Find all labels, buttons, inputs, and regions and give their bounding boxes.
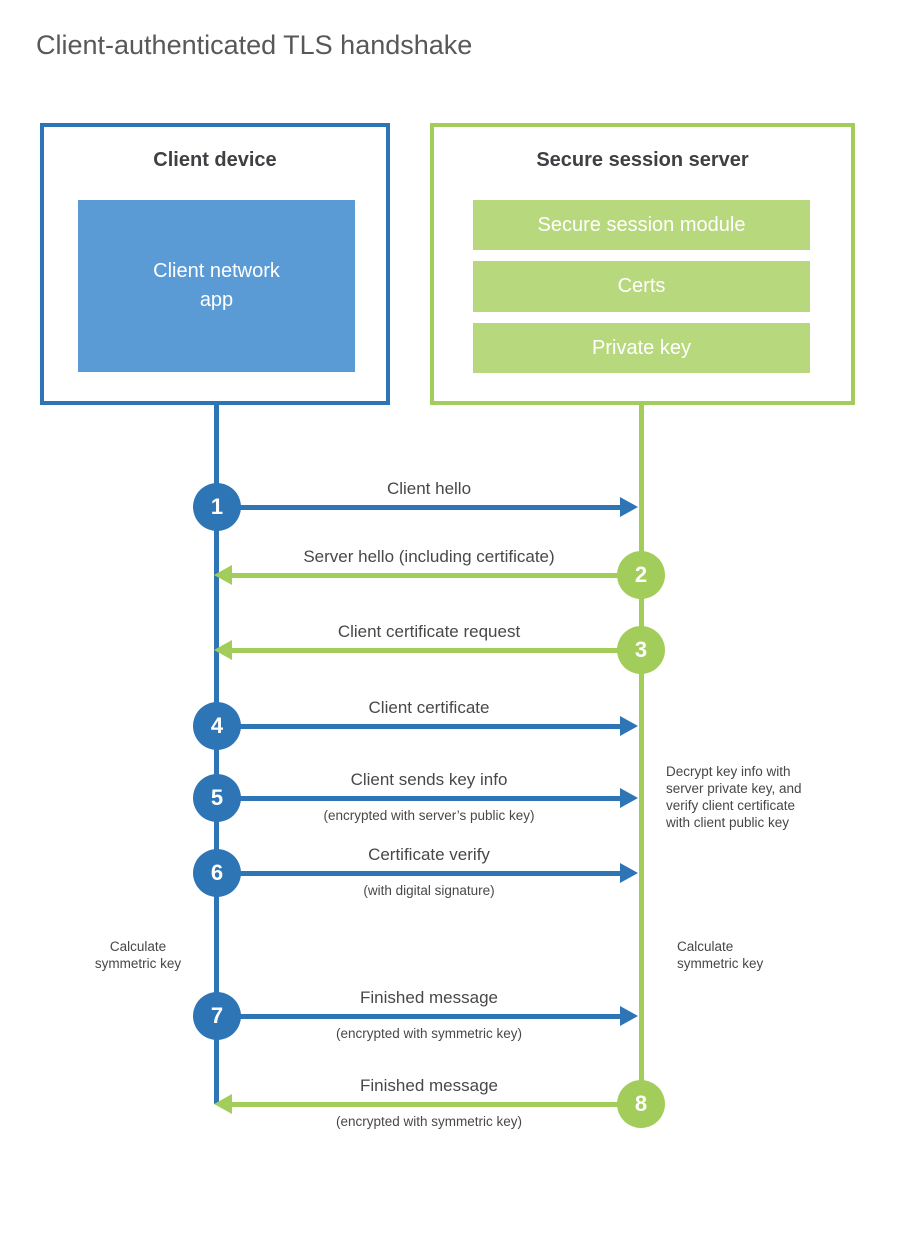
client-lifeline [214,405,219,1104]
step-5-sublabel: (encrypted with server’s public key) [323,808,535,823]
step-8-arrow-line [232,1102,641,1107]
step-8-badge: 8 [617,1080,665,1128]
step-4-label: Client certificate [368,698,490,717]
server-module-private-key: Private key [473,323,810,373]
step-7-sublabel: (encrypted with symmetric key) [335,1026,523,1041]
step-6-arrow-line [217,871,620,876]
step-7-number: 7 [210,1003,224,1028]
server-module-certs: Certs [473,261,810,312]
calculate-symmetric-key-note-server: Calculate symmetric key [677,939,764,971]
step-5-badge: 5 [193,774,241,822]
step-3-number: 3 [634,637,648,662]
step-3-badge: 3 [617,626,665,674]
step-6-number: 6 [210,860,224,885]
step-3-label: Client certificate request [337,622,521,641]
step-1-arrow-line [217,505,620,510]
server-module-secure-session: Secure session module [473,200,810,250]
step-4-arrowhead-right-icon [620,716,638,736]
step-5-number: 5 [210,785,224,810]
step-4-arrow-line [217,724,620,729]
step-2-badge: 2 [617,551,665,599]
client-network-app-box: Client network app [78,200,355,372]
page-title: Client-authenticated TLS handshake [36,30,473,60]
step-1-label: Client hello [386,479,472,498]
step-7-badge: 7 [193,992,241,1040]
step-3-arrow-line [232,648,641,653]
server-lifeline [639,405,644,1105]
server-title: Secure session server [536,149,749,171]
step-8-arrowhead-left-icon [214,1094,232,1114]
step-1-arrowhead-right-icon [620,497,638,517]
step-6-arrowhead-right-icon [620,863,638,883]
step-6-sublabel: (with digital signature) [363,883,495,898]
step-7-arrowhead-right-icon [620,1006,638,1026]
step-2-arrow-line [232,573,641,578]
step-8-number: 8 [634,1091,648,1116]
step-6-label: Certificate verify [368,845,490,864]
step-5-arrow-line [217,796,620,801]
step-8-sublabel: (encrypted with symmetric key) [335,1114,523,1129]
step-6-badge: 6 [193,849,241,897]
step-1-number: 1 [210,494,224,519]
step-2-arrowhead-left-icon [214,565,232,585]
client-device-title: Client device [153,149,277,171]
step-8-label: Finished message [360,1076,498,1095]
step-2-number: 2 [634,562,648,587]
step-4-badge: 4 [193,702,241,750]
step-4-number: 4 [210,713,224,738]
step-3-arrowhead-left-icon [214,640,232,660]
step-5-arrowhead-right-icon [620,788,638,808]
step-1-badge: 1 [193,483,241,531]
step-7-label: Finished message [360,988,498,1007]
decrypt-note: Decrypt key info with server private key… [666,764,802,830]
step-2-label: Server hello (including certificate) [303,547,555,566]
calculate-symmetric-key-note-client: Calculate symmetric key [94,939,182,971]
step-5-label: Client sends key info [350,770,508,789]
step-7-arrow-line [217,1014,620,1019]
